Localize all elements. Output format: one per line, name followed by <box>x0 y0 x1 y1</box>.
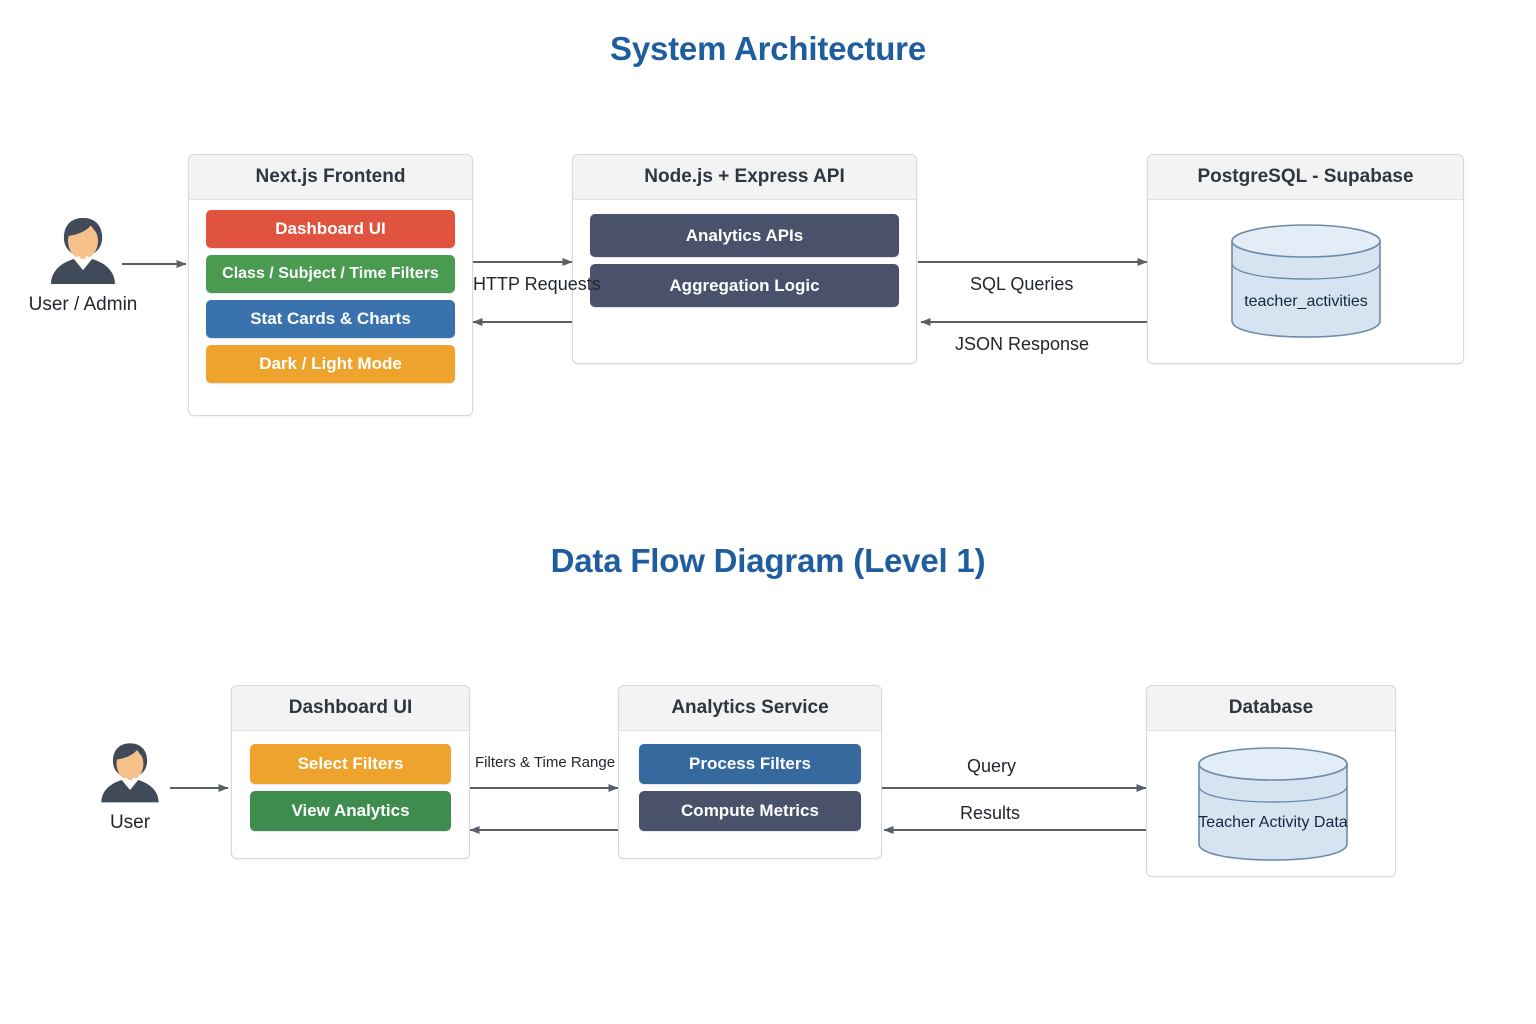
edge-label-filters-time-range: Filters & Time Range <box>475 754 616 771</box>
cylinder-icon <box>1231 224 1381 338</box>
user-avatar-icon <box>8 212 158 288</box>
user-avatar-icon <box>55 738 205 806</box>
node-dashboard-ui[interactable]: Dashboard UI Select Filters View Analyti… <box>231 685 470 859</box>
page-title-dataflow: Data Flow Diagram (Level 1) <box>550 542 986 579</box>
chip-aggregation-logic[interactable]: Aggregation Logic <box>590 264 899 307</box>
chip-dashboard-ui[interactable]: Dashboard UI <box>206 210 455 248</box>
actor-label: User <box>109 812 151 833</box>
database-cylinder-teacher-activities: teacher_activities <box>1226 223 1386 339</box>
chip-select-filters[interactable]: Select Filters <box>250 744 451 784</box>
node-nodejs-express-api[interactable]: Node.js + Express API Analytics APIs Agg… <box>572 154 917 364</box>
chip-class-subject-time-filters[interactable]: Class / Subject / Time Filters <box>206 255 455 293</box>
node-body: Select Filters View Analytics <box>232 731 469 844</box>
edge-label-json-response: JSON Response <box>955 334 1090 354</box>
node-analytics-service[interactable]: Analytics Service Process Filters Comput… <box>618 685 882 859</box>
chip-dark-light-mode[interactable]: Dark / Light Mode <box>206 345 455 383</box>
node-body: Dashboard UI Class / Subject / Time Filt… <box>189 200 472 397</box>
actor-user-admin: User / Admin <box>8 212 158 316</box>
node-header: Analytics Service <box>619 686 881 731</box>
node-body: Process Filters Compute Metrics <box>619 731 881 844</box>
node-nextjs-frontend[interactable]: Next.js Frontend Dashboard UI Class / Su… <box>188 154 473 416</box>
cylinder-icon <box>1198 747 1348 861</box>
node-database[interactable]: Database Teacher Activity Data <box>1146 685 1396 877</box>
database-cylinder-teacher-activity-data: Teacher Activity Data <box>1193 746 1353 862</box>
node-header: PostgreSQL - Supabase <box>1148 155 1463 200</box>
database-label: teacher_activities <box>1244 293 1368 310</box>
actor-label: User / Admin <box>28 294 138 315</box>
node-header: Node.js + Express API <box>573 155 916 200</box>
node-header: Next.js Frontend <box>189 155 472 200</box>
chip-view-analytics[interactable]: View Analytics <box>250 791 451 831</box>
node-postgresql-supabase[interactable]: PostgreSQL - Supabase teacher_activities <box>1147 154 1464 364</box>
page-title-architecture: System Architecture <box>610 30 926 67</box>
node-header: Dashboard UI <box>232 686 469 731</box>
edge-label-query: Query <box>967 756 1017 776</box>
database-label: Teacher Activity Data <box>1198 814 1348 831</box>
node-header: Database <box>1147 686 1395 731</box>
edge-label-sql-queries: SQL Queries <box>970 274 1074 294</box>
actor-user: User <box>55 738 205 834</box>
chip-process-filters[interactable]: Process Filters <box>639 744 861 784</box>
chip-stat-cards-and-charts[interactable]: Stat Cards & Charts <box>206 300 455 338</box>
edge-label-http-requests: HTTP Requests <box>473 274 601 294</box>
chip-analytics-apis[interactable]: Analytics APIs <box>590 214 899 257</box>
edge-label-results: Results <box>960 803 1021 823</box>
node-body: Analytics APIs Aggregation Logic <box>573 200 916 321</box>
chip-compute-metrics[interactable]: Compute Metrics <box>639 791 861 831</box>
